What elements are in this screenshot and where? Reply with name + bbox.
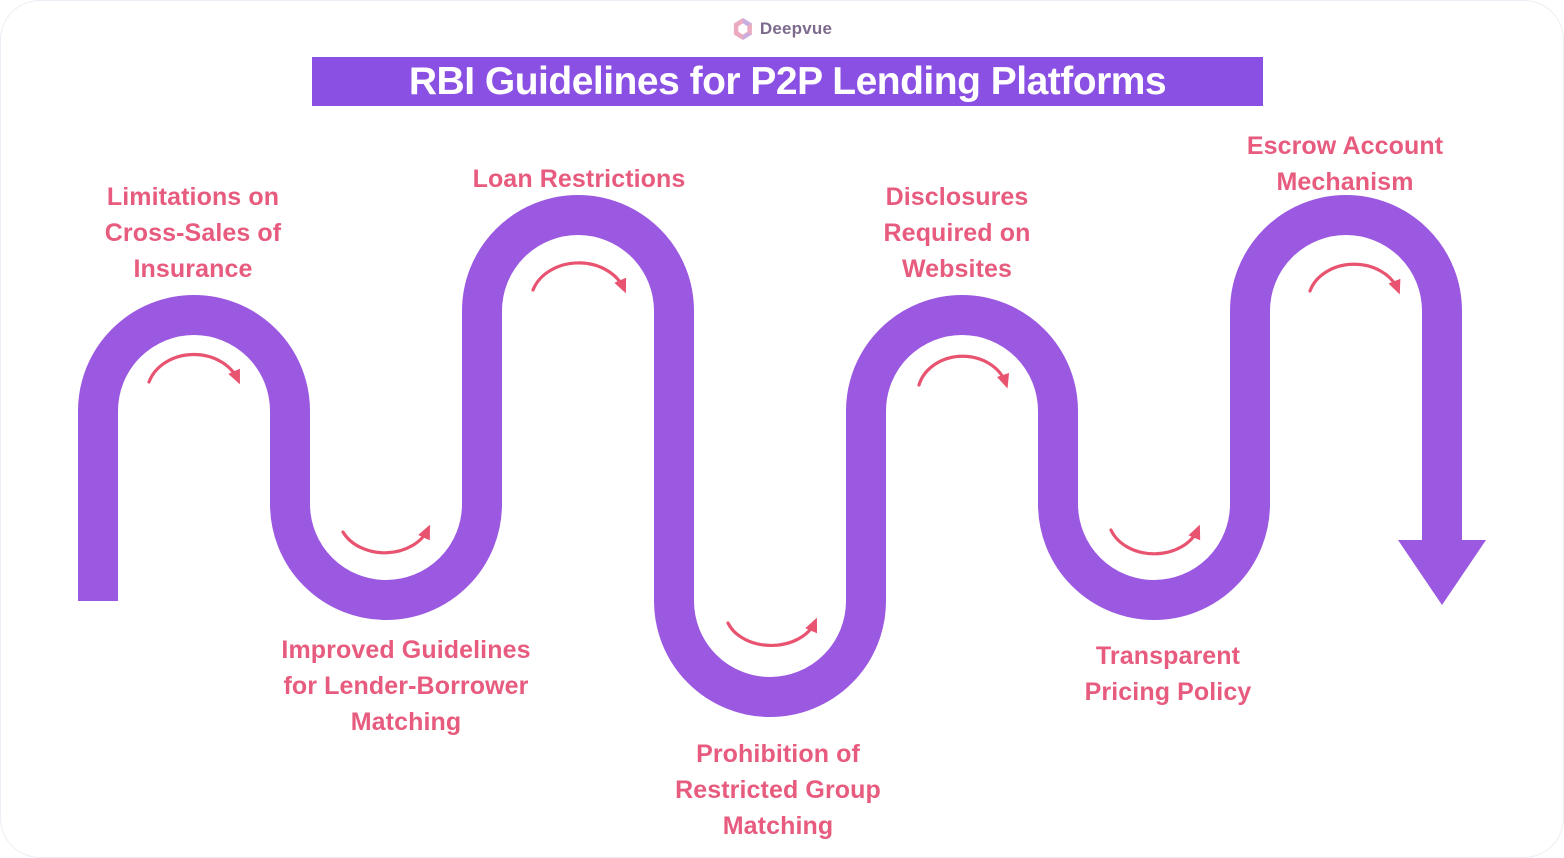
deepvue-logo: Deepvue [732,17,832,41]
flow-end-arrowhead-icon [1398,540,1486,605]
curve-arrow-icon-6 [1109,524,1201,556]
curve-arrow-icon-4 [726,617,817,648]
step-label-escrow-account: Escrow Account Mechanism [1246,132,1444,196]
step-label-limitations-cross-sales: Limitations on Cross-Sales of Insurance [104,183,282,283]
curve-arrow-icon-3 [531,261,627,294]
step-label-disclosures-websites: Disclosures Required on Websites [883,183,1031,283]
step-label-improved-guidelines: Improved Guidelines for Lender-Borrower … [281,636,531,736]
title-banner: RBI Guidelines for P2P Lending Platforms [312,57,1263,106]
deepvue-logo-text: Deepvue [759,19,833,38]
curve-arrow-icon-5 [917,354,1010,389]
curve-arrow-icon-1 [147,352,240,385]
curve-arrow-icon-7 [1308,262,1401,295]
step-label-prohibition-restricted-group: Prohibition of Restricted Group Matching [675,740,881,840]
curve-arrow-icon-2 [341,524,431,555]
snake-path [78,195,1462,717]
page-title: RBI Guidelines for P2P Lending Platforms [408,60,1167,103]
deepvue-logo-icon [733,18,752,40]
step-label-loan-restrictions: Loan Restrictions [472,165,686,193]
step-label-transparent-pricing: Transparent Pricing Policy [1084,642,1252,706]
